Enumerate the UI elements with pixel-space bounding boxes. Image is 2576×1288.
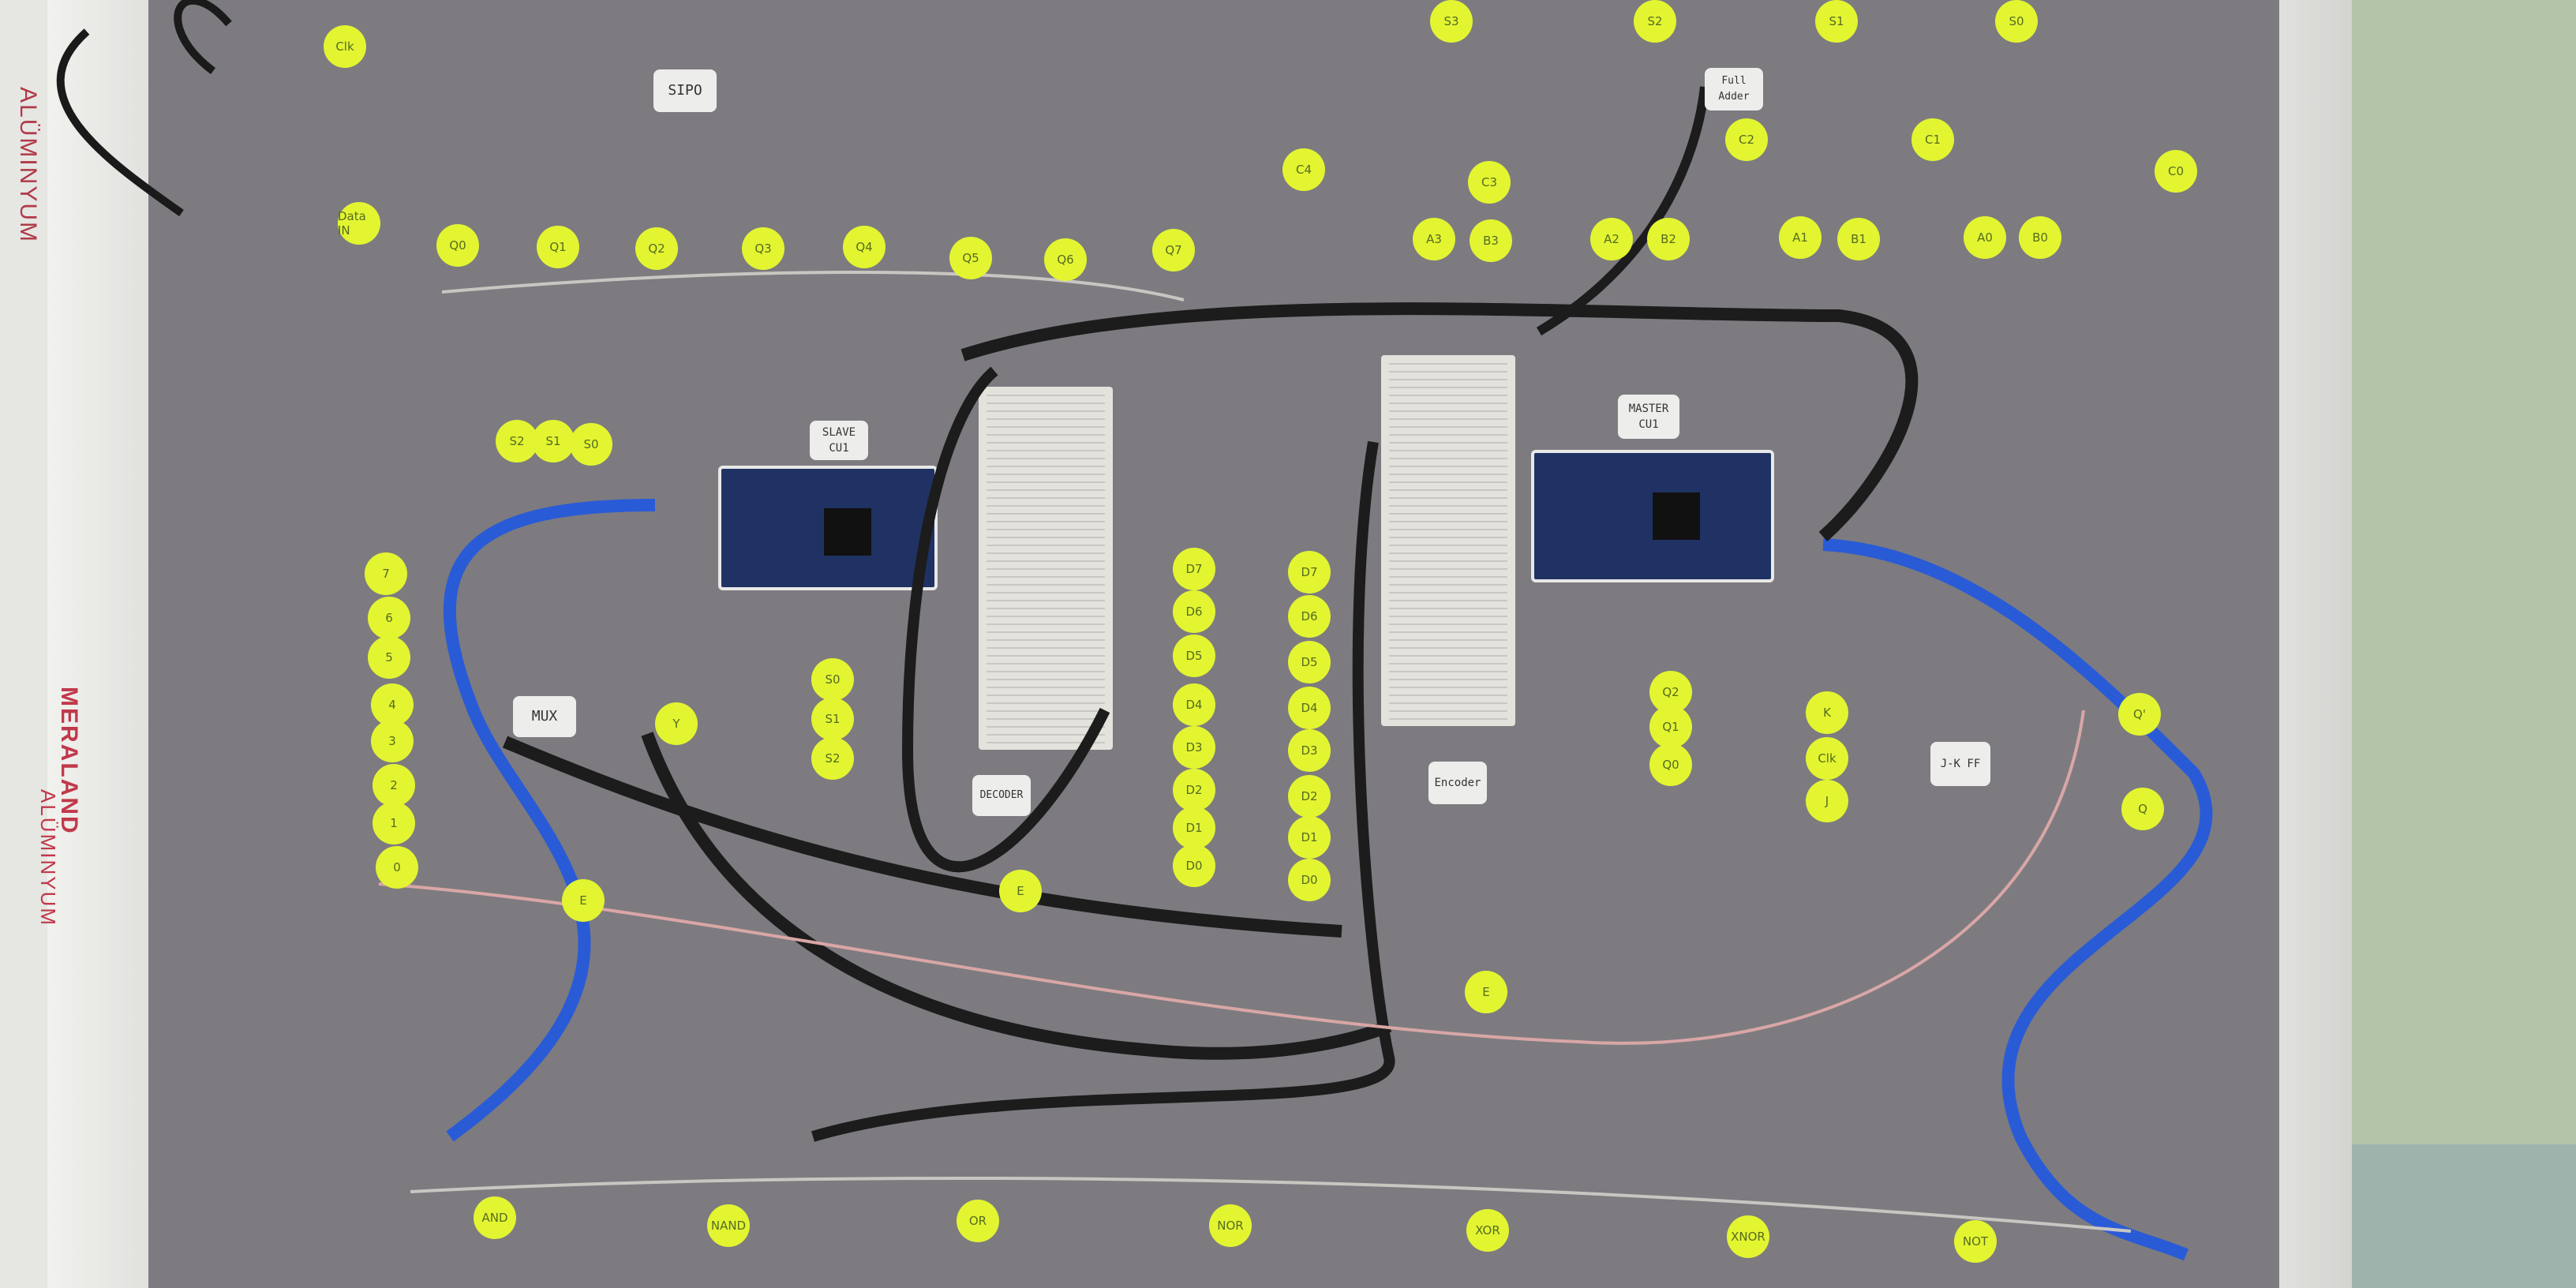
dot-adder-c2: C2 — [1725, 118, 1768, 161]
dot-decoder-d2: D2 — [1173, 769, 1215, 811]
breadboard-left — [979, 387, 1113, 750]
dot-encoder-e: E — [1465, 971, 1507, 1013]
dot-adder-s0: S0 — [1995, 0, 2038, 43]
dot-jk-q-bar: Q' — [2118, 693, 2161, 736]
trainer-board — [148, 0, 2279, 1288]
dot-decoder-e: E — [999, 870, 1042, 912]
label-sipo: SIPO — [653, 69, 717, 112]
dot-mux-in2: 2 — [373, 764, 415, 807]
dot-encoder-d4: D4 — [1288, 687, 1331, 729]
background-wall — [2352, 0, 2576, 1288]
dot-mux-s1: S1 — [532, 420, 575, 462]
dot-mux-e: E — [562, 879, 605, 922]
dot-adder-c3: C3 — [1468, 161, 1511, 204]
dot-adder-c1: C1 — [1911, 118, 1954, 161]
dot-sipo-data-in: Data IN — [338, 202, 380, 245]
dot-adder-c0: C0 — [2155, 150, 2197, 193]
dot-gate-nor: NOR — [1209, 1204, 1252, 1247]
dot-sipo-q7: Q7 — [1152, 229, 1195, 271]
dot-encoder-d1: D1 — [1288, 816, 1331, 859]
slave-arduino — [718, 466, 938, 590]
dot-mux-s0: S0 — [570, 423, 612, 466]
dot-decoder-d0: D0 — [1173, 844, 1215, 887]
floor — [2352, 1144, 2576, 1288]
dot-sipo-q2: Q2 — [635, 227, 678, 270]
master-arduino — [1531, 450, 1774, 582]
dot-sipo-q4: Q4 — [843, 226, 886, 268]
dot-gate-xnor: XNOR — [1727, 1215, 1769, 1258]
label-full-adder: Full Adder — [1705, 68, 1763, 110]
dot-encoder-d0: D0 — [1288, 859, 1331, 901]
dot-mux-s2: S2 — [496, 420, 538, 462]
dot-sipo-q1: Q1 — [537, 226, 579, 268]
dot-sipo-q0: Q0 — [436, 224, 479, 267]
dot-adder-b1: B1 — [1837, 218, 1880, 260]
dot-adder-a1: A1 — [1779, 216, 1822, 259]
dot-decoder-d5: D5 — [1173, 635, 1215, 677]
label-slave: SLAVE CU1 — [810, 421, 868, 460]
dot-sipo-q6: Q6 — [1044, 238, 1087, 281]
dot-adder-a2: A2 — [1590, 218, 1633, 260]
brand-text-bottom: MERALAND — [56, 687, 82, 835]
dot-encoder-d3: D3 — [1288, 729, 1331, 772]
dot-adder-b3: B3 — [1470, 219, 1512, 262]
dot-adder-c4: C4 — [1282, 148, 1325, 191]
label-jk-ff: J-K FF — [1930, 742, 1990, 786]
dot-mux-in4: 4 — [371, 683, 414, 726]
brand-text-top: ALÜMINYUM — [15, 87, 41, 244]
dot-mux-in1: 1 — [373, 802, 415, 844]
dot-jk-clk: Clk — [1806, 737, 1848, 780]
dot-gate-and: AND — [474, 1196, 516, 1239]
dot-adder-a3: A3 — [1413, 218, 1455, 260]
dot-mux-y: Y — [655, 702, 698, 745]
dot-jk-q: Q — [2121, 788, 2164, 830]
dot-encoder-q0: Q0 — [1649, 743, 1692, 786]
dot-sipo-q5: Q5 — [949, 237, 992, 279]
dot-mux-in5: 5 — [368, 636, 410, 679]
label-master: MASTER CU1 — [1618, 395, 1679, 439]
brand-text-bottom-sub: ALÜMINYUM — [36, 789, 60, 927]
dot-adder-b2: B2 — [1647, 218, 1690, 260]
dot-decoder-s2: S2 — [811, 737, 854, 780]
dot-encoder-d6: D6 — [1288, 595, 1331, 638]
breadboard-right — [1381, 355, 1515, 726]
dot-jk-k: K — [1806, 691, 1848, 734]
dot-encoder-d7: D7 — [1288, 551, 1331, 593]
dot-decoder-s1: S1 — [811, 698, 854, 740]
dot-mux-in6: 6 — [368, 597, 410, 639]
label-mux: MUX — [513, 696, 576, 737]
dot-mux-in3: 3 — [371, 720, 414, 762]
dot-gate-or: OR — [957, 1200, 999, 1242]
dot-adder-a0: A0 — [1964, 216, 2006, 259]
dot-decoder-s0: S0 — [811, 658, 854, 701]
dot-gate-xor: XOR — [1466, 1209, 1509, 1252]
dot-adder-s1: S1 — [1815, 0, 1858, 43]
dot-decoder-d1: D1 — [1173, 807, 1215, 849]
dot-mux-in0: 0 — [376, 846, 418, 889]
dot-adder-s3: S3 — [1430, 0, 1473, 43]
dot-decoder-d3: D3 — [1173, 726, 1215, 769]
dot-gate-not: NOT — [1954, 1220, 1997, 1263]
dot-adder-b0: B0 — [2019, 216, 2061, 259]
dot-adder-s2: S2 — [1634, 0, 1676, 43]
label-decoder: DECODER — [972, 775, 1031, 816]
dot-encoder-d2: D2 — [1288, 775, 1331, 818]
dot-sipo-q3: Q3 — [742, 227, 784, 270]
dot-sipo-clk: Clk — [324, 25, 366, 68]
dot-encoder-q1: Q1 — [1649, 706, 1692, 748]
dot-encoder-d5: D5 — [1288, 641, 1331, 683]
dot-decoder-d7: D7 — [1173, 548, 1215, 590]
dot-gate-nand: NAND — [707, 1204, 750, 1247]
dot-decoder-d4: D4 — [1173, 683, 1215, 726]
label-encoder: Encoder — [1428, 762, 1487, 804]
dot-mux-in7: 7 — [365, 552, 407, 595]
dot-decoder-d6: D6 — [1173, 590, 1215, 633]
dot-jk-j: J — [1806, 780, 1848, 822]
